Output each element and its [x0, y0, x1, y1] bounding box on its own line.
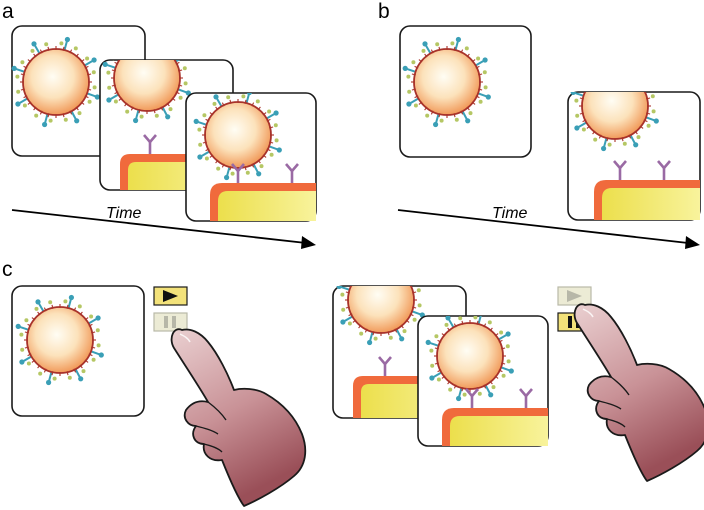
time-arrowhead-b — [685, 236, 700, 249]
panel-c: c — [2, 258, 704, 507]
play-icon — [163, 290, 178, 302]
panel-c-letter: c — [2, 258, 13, 281]
time-label-a: Time — [106, 205, 142, 222]
play-button[interactable] — [557, 286, 592, 306]
time-arrow-a — [11, 209, 307, 244]
panel-a: a Time — [2, 0, 317, 249]
pause-button[interactable] — [153, 312, 188, 332]
time-arrow-b — [397, 209, 689, 244]
panel-b-letter: b — [378, 0, 390, 23]
play-icon — [567, 290, 582, 302]
pointing-hand-icon — [170, 328, 307, 507]
pause-icon — [568, 316, 572, 328]
cell-surface — [210, 183, 316, 221]
pointing-hand-icon — [573, 303, 704, 482]
play-button[interactable] — [153, 286, 188, 306]
time-label-b: Time — [492, 205, 528, 222]
pause-icon — [164, 316, 168, 328]
panel-a-letter: a — [2, 0, 14, 23]
cell-surface — [594, 180, 700, 220]
cell-surface — [442, 408, 548, 446]
panel-b: b Time — [378, 0, 701, 249]
time-arrowhead-a — [301, 236, 316, 249]
